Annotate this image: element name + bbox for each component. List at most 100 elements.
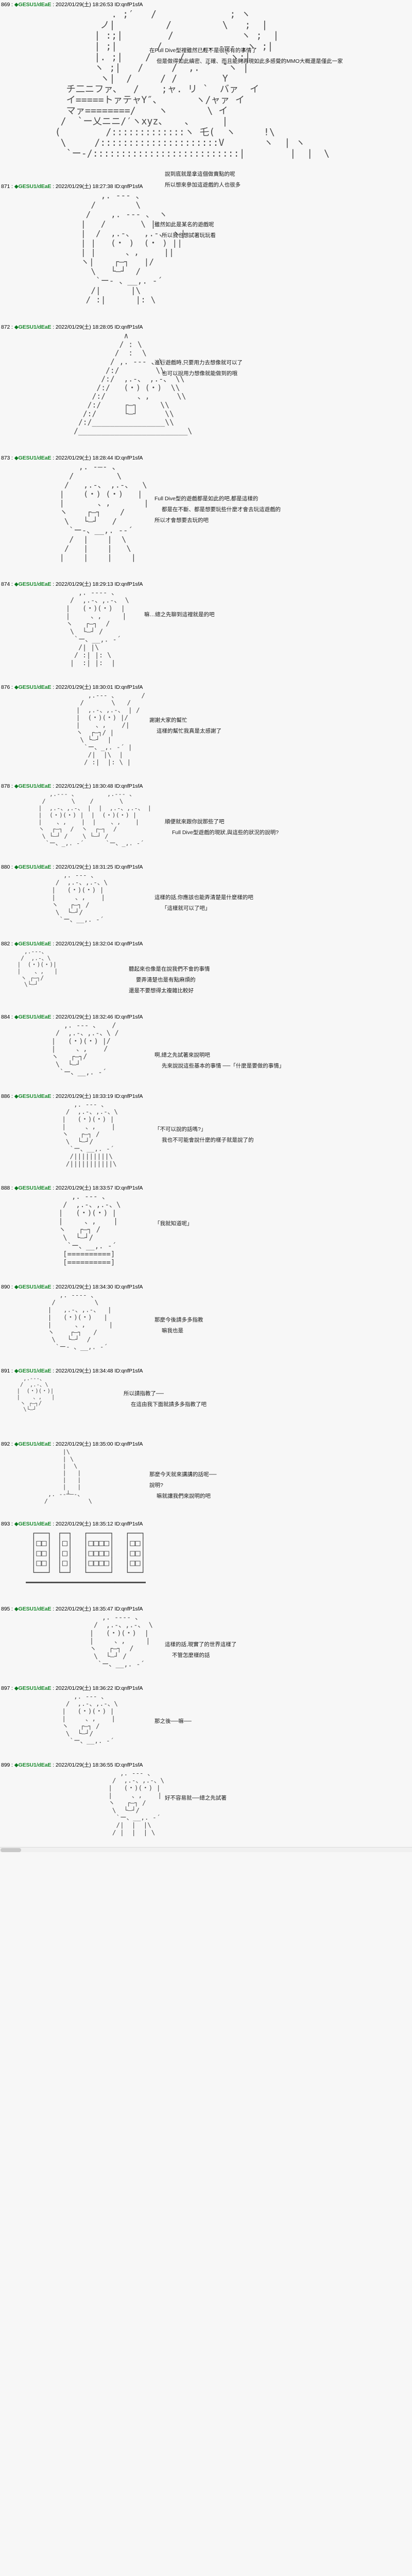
post-number[interactable]: 871 [1,183,10,190]
post-number[interactable]: 878 [1,783,10,790]
post-number[interactable]: 893 [1,1520,10,1527]
dialogue-text: 所以請指教了──在這由我下面就請多多指教了吧 [124,1388,207,1410]
header-separator: : [10,684,14,691]
post-header: 899 : ◆GESU1/dEaE : 2022/01/29(土) 18:36:… [0,1760,412,1770]
post: 878 : ◆GESU1/dEaE : 2022/01/29(土) 18:30:… [0,782,412,862]
post: 873 : ◆GESU1/dEaE : 2022/01/29(土) 18:28:… [0,453,412,580]
post-author-name[interactable]: ◆GESU1/dEaE [14,581,52,588]
post-author-name[interactable]: ◆GESU1/dEaE [14,1093,52,1100]
post-author-name[interactable]: ◆GESU1/dEaE [14,183,52,190]
post-number[interactable]: 888 [1,1184,10,1191]
dialogue-line: 也可以說用力想像就能做到的哦 [162,370,237,377]
post-number[interactable]: 892 [1,1440,10,1447]
post-author-name[interactable]: ◆GESU1/dEaE [14,324,52,330]
post-number[interactable]: 874 [1,581,10,588]
post-user-id: ID:qnfP1sfA [114,581,143,588]
diamond-icon: ◆ [14,1013,19,1020]
post-body: ,. -‐- 、 / \ / ,. -‐- 、 ヽ | / \ | | / ,.… [0,191,412,320]
post-author-name[interactable]: ◆GESU1/dEaE [14,1762,52,1769]
dialogue-line: 在Full Dive型裡雖然已經不是很稀有的事情了 [149,47,257,54]
post-header: 876 : ◆GESU1/dEaE : 2022/01/29(土) 18:30:… [0,683,412,692]
post-header: 884 : ◆GESU1/dEaE : 2022/01/29(土) 18:32:… [0,1012,412,1022]
post-author-name[interactable]: ◆GESU1/dEaE [14,1605,52,1612]
post-number[interactable]: 895 [1,1605,10,1612]
post-date: 2022/01/29(土) 18:29:13 [55,581,113,588]
post-header: 872 : ◆GESU1/dEaE : 2022/01/29(土) 18:28:… [0,323,412,332]
post-date: 2022/01/29(土) 18:35:47 [55,1605,113,1612]
post: 874 : ◆GESU1/dEaE : 2022/01/29(土) 18:29:… [0,580,412,683]
post-author-name[interactable]: ◆GESU1/dEaE [14,2,52,8]
scrollbar-thumb[interactable] [1,1848,21,1852]
post-number[interactable]: 882 [1,940,10,947]
post-number[interactable]: 876 [1,684,10,691]
dialogue-line: 進行遊戲時,只要用力去想像就可以了 [154,359,243,366]
post-number[interactable]: 884 [1,1013,10,1020]
post-author-name[interactable]: ◆GESU1/dEaE [14,454,52,461]
post: 895 : ◆GESU1/dEaE : 2022/01/29(土) 18:35:… [0,1604,412,1684]
dialogue-line: 都是在不斷、都是想要玩些什麼才會去玩這遊戲的 [162,506,281,513]
post-user-id: ID:qnfP1sfA [114,183,143,190]
post-number[interactable]: 869 [1,2,10,8]
dialogue-line: 先來說說這些基本的事情 ──「什麼是要做的事情」 [162,1062,285,1069]
post: 892 : ◆GESU1/dEaE : 2022/01/29(土) 18:35:… [0,1439,412,1519]
post-header: 871 : ◆GESU1/dEaE : 2022/01/29(土) 18:27:… [0,182,412,191]
post-author-name[interactable]: ◆GESU1/dEaE [14,1520,52,1527]
dialogue-line: 嘛就讓我們來說明的吧 [157,1493,211,1499]
post-body: ,. -‐- 、 / / ,.-、,.-、\ / | (・)(・) |/ | 、… [0,1022,412,1090]
post-user-id: ID:qnfP1sfA [114,940,143,947]
dialogue-line: 要弄清楚也是有點麻煩的 [136,976,196,983]
dialogue-text: 這樣的話,你應該也能弄清楚是什麼樣的吧「這樣就可以了吧」 [154,892,253,914]
header-separator: : [51,940,56,947]
header-separator: : [51,1520,56,1527]
post-number[interactable]: 873 [1,454,10,461]
header-separator: : [51,1184,56,1191]
post-author-name[interactable]: ◆GESU1/dEaE [14,1367,52,1374]
post-date: 2022/01/29(土) 18:28:44 [55,454,113,461]
post-header: 891 : ◆GESU1/dEaE : 2022/01/29(土) 18:34:… [0,1366,412,1376]
dialogue-line: 但是做得如此縝密、正確、而且能夠再現如此多感覺的MMO大概還是僅此一家 [157,58,343,64]
ascii-art: ∧ / : \ / : \ / ,. -‐- 、\ /:/ \\ /:/ ,.-… [74,331,193,436]
post-author-name[interactable]: ◆GESU1/dEaE [14,783,52,790]
diamond-icon: ◆ [14,1440,19,1447]
post-user-id: ID:qnfP1sfA [114,454,143,461]
post-number[interactable]: 899 [1,1762,10,1769]
post-number[interactable]: 886 [1,1093,10,1100]
post-author-name[interactable]: ◆GESU1/dEaE [14,863,52,870]
post-author-name[interactable]: ◆GESU1/dEaE [14,1283,52,1290]
horizontal-scrollbar[interactable] [0,1846,412,1852]
post-number[interactable]: 890 [1,1283,10,1290]
header-separator: : [51,783,56,790]
post: 872 : ◆GESU1/dEaE : 2022/01/29(土) 18:28:… [0,323,412,453]
ascii-art: ,. -―- 、 / \ / ,.-、 ,.-、 \ | (・) (・) | |… [59,462,149,563]
post-author-name[interactable]: ◆GESU1/dEaE [14,1685,52,1692]
diamond-icon: ◆ [14,1367,19,1374]
post: 893 : ◆GESU1/dEaE : 2022/01/29(土) 18:35:… [0,1519,412,1604]
diamond-icon: ◆ [14,1184,19,1191]
ascii-art: ,.-‐-、 / ,.-、\ | (・)(・)| | 、, | ヽ ┌―┐/ \… [16,1375,55,1413]
post-body: ,.-‐-、 / ,.-、\ | (・)(・)| | 、, | ヽ ┌―┐/ \… [0,1376,412,1437]
ascii-art: ,. -‐- 、 / ,.-、,.-、\ | (・)(・) | | 、, | ヽ… [108,1770,164,1837]
diamond-icon: ◆ [14,581,19,588]
post-author-name[interactable]: ◆GESU1/dEaE [14,940,52,947]
post-author-name[interactable]: ◆GESU1/dEaE [14,1184,52,1191]
post-author-name[interactable]: ◆GESU1/dEaE [14,684,52,691]
dialogue-line: 在這由我下面就請多多指教了吧 [131,1401,207,1408]
post-author-name[interactable]: ◆GESU1/dEaE [14,1013,52,1020]
post: 882 : ◆GESU1/dEaE : 2022/01/29(土) 18:32:… [0,939,412,1012]
header-separator: : [10,1013,14,1020]
post-number[interactable]: 891 [1,1367,10,1374]
header-separator: : [10,1184,14,1191]
header-separator: : [10,863,14,870]
dialogue-line: 所以我也想試著玩玩看 [162,232,216,239]
dialogue-text: 聽起來也像是在說我們不會的事情要弄清楚也是有點麻煩的還是不要想得太複雜比較好 [129,964,210,996]
post-header: 888 : ◆GESU1/dEaE : 2022/01/29(土) 18:33:… [0,1183,412,1193]
ascii-art: . ;′ / ; ヽ ノ| / \ ; | | :;| / ヽ ; | | ;|… [55,9,330,160]
post-date: 2022/01/29(土) 18:34:30 [55,1283,113,1290]
dialogue-line: 我也不可能會說什麼的樣子就是說了的 [162,1137,254,1144]
post-number[interactable]: 897 [1,1685,10,1692]
post-body: ,. -‐‐- 、 / ,.-、,.-、 \ | (・)(・) | | 、, |… [0,1614,412,1682]
post-number[interactable]: 880 [1,863,10,870]
post-author-name[interactable]: ◆GESU1/dEaE [14,1440,52,1447]
header-separator: : [51,1283,56,1290]
post-number[interactable]: 872 [1,324,10,330]
